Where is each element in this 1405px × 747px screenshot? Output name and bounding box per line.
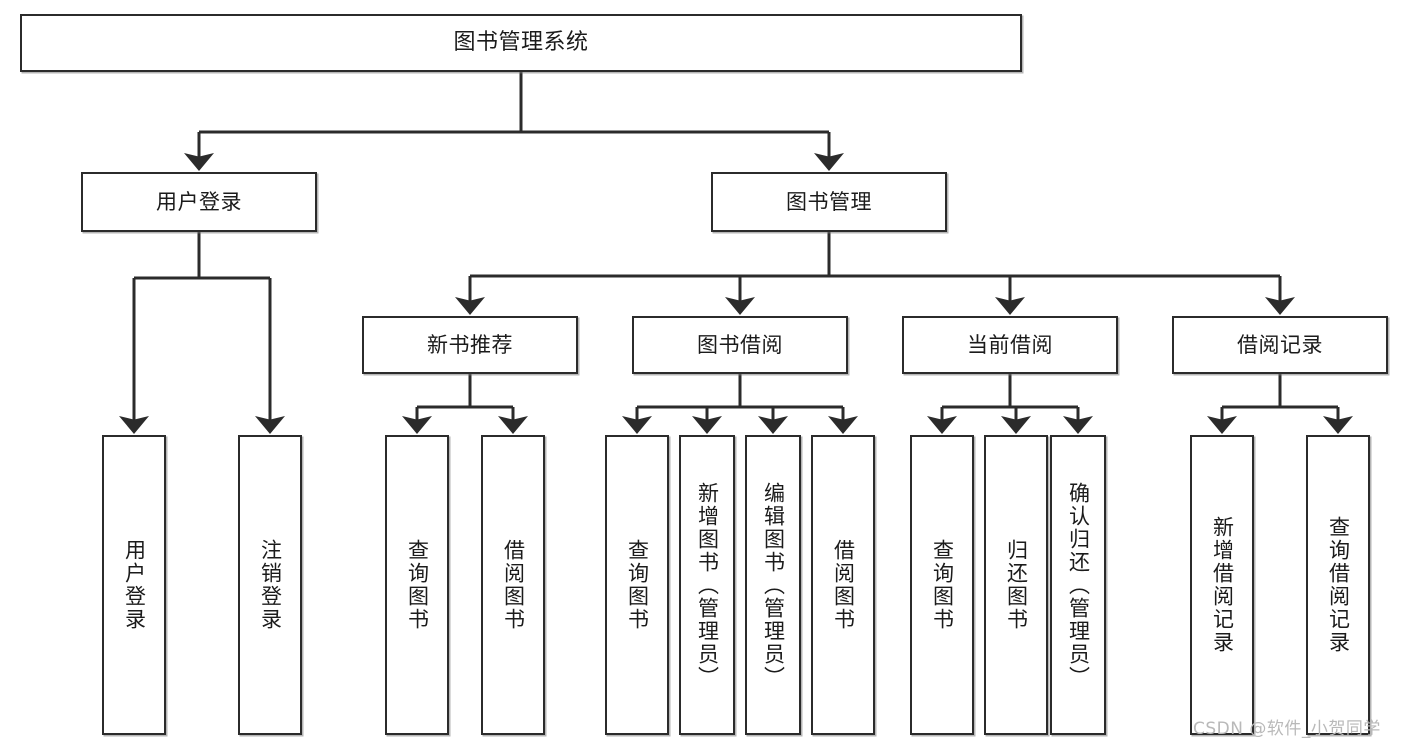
node-leaf-query-record-label: 查询借阅记录 [1326,516,1351,654]
node-leaf-query-book-2[interactable]: 查询图书 [605,435,669,735]
node-borrow-record[interactable]: 借阅记录 [1172,316,1388,374]
node-leaf-add-record-label: 新增借阅记录 [1210,516,1235,654]
node-leaf-logout-label: 注销登录 [258,539,283,631]
node-root[interactable]: 图书管理系统 [20,14,1022,72]
node-leaf-borrow-book-1-label: 借阅图书 [501,539,526,631]
csdn-watermark: CSDN @软件_小贺同学 [1193,719,1381,739]
node-leaf-query-record[interactable]: 查询借阅记录 [1306,435,1370,735]
node-new-book-recommend-label: 新书推荐 [427,332,513,357]
node-leaf-user-login[interactable]: 用户登录 [102,435,166,735]
node-leaf-confirm-return[interactable]: 确认归还（管理员） [1050,435,1106,735]
node-leaf-add-record[interactable]: 新增借阅记录 [1190,435,1254,735]
node-leaf-query-book-3[interactable]: 查询图书 [910,435,974,735]
node-leaf-return-book[interactable]: 归还图书 [984,435,1048,735]
node-leaf-confirm-return-label: 确认归还（管理员） [1066,481,1091,689]
node-leaf-borrow-book-2-label: 借阅图书 [831,539,856,631]
node-current-borrow[interactable]: 当前借阅 [902,316,1118,374]
node-leaf-query-book-2-label: 查询图书 [625,539,650,631]
node-borrow-record-label: 借阅记录 [1237,332,1323,357]
node-book-borrow-label: 图书借阅 [697,332,783,357]
node-leaf-add-book-label: 新增图书（管理员） [695,481,720,689]
node-user-login-label: 用户登录 [156,189,242,214]
node-leaf-edit-book[interactable]: 编辑图书（管理员） [745,435,801,735]
node-leaf-borrow-book-2[interactable]: 借阅图书 [811,435,875,735]
node-root-label: 图书管理系统 [453,30,589,56]
node-leaf-add-book[interactable]: 新增图书（管理员） [679,435,735,735]
node-leaf-borrow-book-1[interactable]: 借阅图书 [481,435,545,735]
node-current-borrow-label: 当前借阅 [967,332,1053,357]
node-leaf-query-book-1-label: 查询图书 [405,539,430,631]
node-new-book-recommend[interactable]: 新书推荐 [362,316,578,374]
node-leaf-user-login-label: 用户登录 [122,539,147,631]
node-leaf-query-book-1[interactable]: 查询图书 [385,435,449,735]
node-leaf-edit-book-label: 编辑图书（管理员） [761,481,786,689]
node-leaf-query-book-3-label: 查询图书 [930,539,955,631]
node-book-manage[interactable]: 图书管理 [711,172,947,232]
node-user-login[interactable]: 用户登录 [81,172,317,232]
node-leaf-return-book-label: 归还图书 [1004,539,1029,631]
node-book-borrow[interactable]: 图书借阅 [632,316,848,374]
node-book-manage-label: 图书管理 [786,189,872,214]
node-leaf-logout[interactable]: 注销登录 [238,435,302,735]
